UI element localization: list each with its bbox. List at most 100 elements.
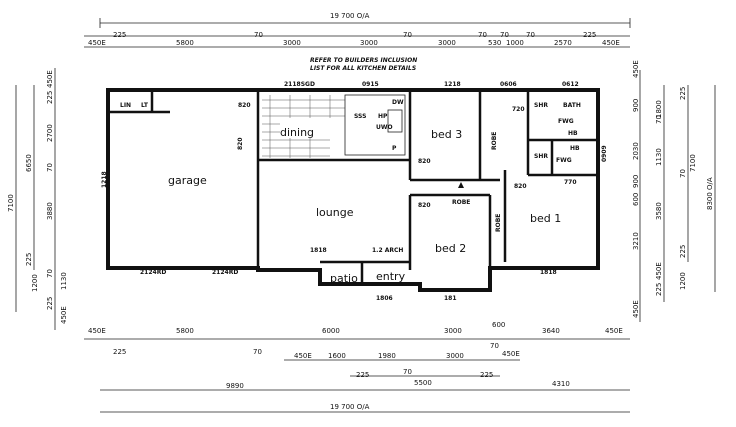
room-dining: dining bbox=[280, 126, 314, 139]
left-dim: 450E bbox=[46, 70, 54, 88]
bottom-dim: 3000 bbox=[446, 352, 464, 360]
right-dim: 70 bbox=[679, 169, 687, 178]
top-dim: 3000 bbox=[360, 39, 378, 47]
bottom-dim: 450E bbox=[294, 352, 312, 360]
top-dim: 530 bbox=[488, 39, 501, 47]
bottom-dim: 450E bbox=[88, 327, 106, 335]
door-820: 820 bbox=[237, 137, 244, 150]
left-outer-dim: 7100 bbox=[7, 194, 15, 212]
top-dim: 3000 bbox=[283, 39, 301, 47]
right-dim: 1800 bbox=[655, 100, 663, 118]
bottom-dim: 9890 bbox=[226, 382, 244, 390]
door-720: 720 bbox=[512, 106, 525, 113]
window-181: 181 bbox=[444, 295, 457, 302]
door-820: 820 bbox=[514, 183, 527, 190]
room-lounge: lounge bbox=[316, 206, 354, 219]
top-dim: 1000 bbox=[506, 39, 524, 47]
right-dim: 225 bbox=[679, 245, 687, 258]
right-dimensions: 8300 O/A 7100 450E 900 1800 225 70 2030 … bbox=[632, 60, 716, 322]
label-rd1: 2124RD bbox=[140, 269, 166, 276]
label-fwg2: FWG bbox=[556, 157, 572, 164]
room-garage: garage bbox=[168, 174, 207, 187]
label-rd2: 2124RD bbox=[212, 269, 238, 276]
label-bath: BATH bbox=[563, 102, 581, 109]
room-bed3: bed 3 bbox=[431, 128, 462, 141]
window-2118sgd: 2118SGD bbox=[284, 81, 315, 88]
window-770: 770 bbox=[564, 179, 577, 186]
label-uwo: UWO bbox=[376, 124, 393, 131]
window-1806: 1806 bbox=[376, 295, 393, 302]
bottom-dim: 6000 bbox=[322, 327, 340, 335]
left-dim: 225 bbox=[25, 253, 33, 266]
kitchen-note-line1: REFER TO BUILDERS INCLUSION bbox=[310, 57, 417, 64]
left-dim: 1130 bbox=[60, 272, 68, 290]
left-dim: 70 bbox=[46, 163, 54, 172]
bottom-dim: 225 bbox=[113, 348, 126, 356]
door-820: 820 bbox=[418, 202, 431, 209]
label-hb2: HB bbox=[570, 145, 580, 152]
room-bed1: bed 1 bbox=[530, 212, 561, 225]
top-dim: 450E bbox=[88, 39, 106, 47]
label-lin: LIN bbox=[120, 102, 131, 109]
top-dim: 70 bbox=[478, 31, 487, 39]
right-dim: 1200 bbox=[679, 272, 687, 290]
label-p: P bbox=[392, 145, 397, 152]
bottom-dim: 70 bbox=[490, 342, 499, 350]
label-shr2: SHR bbox=[534, 153, 548, 160]
entry-arrow-icon bbox=[458, 182, 464, 188]
door-820: 820 bbox=[238, 102, 251, 109]
bottom-dim: 1600 bbox=[328, 352, 346, 360]
walls bbox=[106, 88, 600, 292]
left-dim: 450E bbox=[60, 306, 68, 324]
label-lt: LT bbox=[141, 102, 149, 109]
room-bed2: bed 2 bbox=[435, 242, 466, 255]
label-hb: HB bbox=[568, 130, 578, 137]
window-1818: 1818 bbox=[310, 247, 327, 254]
label-dw: DW bbox=[392, 99, 404, 106]
left-dim: 225 bbox=[46, 297, 54, 310]
kitchen-note-line2: LIST FOR ALL KITCHEN DETAILS bbox=[310, 65, 416, 72]
window-1218: 1218 bbox=[101, 171, 108, 188]
left-dim: 1200 bbox=[31, 274, 39, 292]
label-robe3: ROBE bbox=[452, 199, 470, 206]
room-patio: patio bbox=[330, 272, 358, 285]
right-dim: 70 bbox=[655, 115, 663, 124]
room-entry: entry bbox=[376, 270, 406, 283]
top-dim: 225 bbox=[583, 31, 596, 39]
bottom-dim: 450E bbox=[605, 327, 623, 335]
right-dim: 3210 bbox=[632, 232, 640, 250]
right-outer-dim: 8300 O/A bbox=[706, 177, 714, 210]
bottom-dim: 225 bbox=[356, 371, 369, 379]
right-dim: 225 bbox=[655, 283, 663, 296]
bottom-dim: 3640 bbox=[542, 327, 560, 335]
top-dim: 5800 bbox=[176, 39, 194, 47]
left-dimensions: 7100 6650 450E 225 2700 70 3880 225 1200… bbox=[7, 68, 68, 330]
right-dim: 450E bbox=[632, 60, 640, 78]
bottom-dim: 225 bbox=[480, 371, 493, 379]
top-dim: 2570 bbox=[554, 39, 572, 47]
label-robe2: ROBE bbox=[495, 214, 502, 232]
room-labels: garage dining lounge bed 3 bed 2 bed 1 p… bbox=[168, 126, 561, 285]
label-shr: SHR bbox=[534, 102, 548, 109]
label-fwg: FWG bbox=[558, 118, 574, 125]
top-dim: 225 bbox=[113, 31, 126, 39]
label-hp: HP bbox=[378, 113, 388, 120]
left-dim: 225 bbox=[46, 91, 54, 104]
left-dim: 3880 bbox=[46, 202, 54, 220]
window-0606: 0606 bbox=[500, 81, 517, 88]
right-dim: 2030 bbox=[632, 142, 640, 160]
right-mid-dim: 7100 bbox=[689, 154, 697, 172]
door-820: 820 bbox=[418, 158, 431, 165]
window-1818: 1818 bbox=[540, 269, 557, 276]
bottom-dim: 600 bbox=[492, 321, 505, 329]
kitchen-hatch bbox=[262, 94, 406, 158]
bottom-dim: 1980 bbox=[378, 352, 396, 360]
top-dim: 70 bbox=[526, 31, 535, 39]
top-dim: 70 bbox=[254, 31, 263, 39]
left-dim: 70 bbox=[46, 269, 54, 278]
left-mid-dim: 6650 bbox=[25, 154, 33, 172]
right-dim: 3580 bbox=[655, 202, 663, 220]
left-dim: 2700 bbox=[46, 124, 54, 142]
overall-top-dim: 19 700 O/A bbox=[330, 12, 370, 20]
